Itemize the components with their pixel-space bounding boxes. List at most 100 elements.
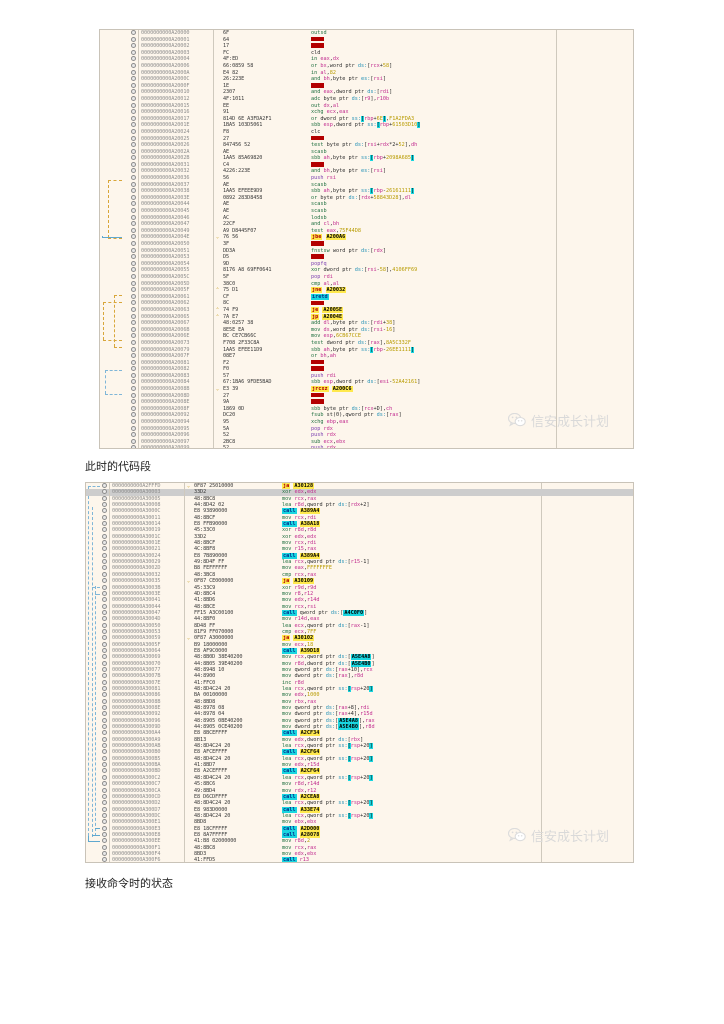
- breakpoint-toggle[interactable]: [129, 208, 138, 215]
- breakpoint-toggle[interactable]: [129, 419, 138, 426]
- breakpoint-toggle[interactable]: [129, 89, 138, 96]
- breakpoint-toggle[interactable]: [129, 320, 138, 327]
- breakpoint-toggle[interactable]: [100, 800, 109, 806]
- breakpoint-toggle[interactable]: [100, 844, 109, 851]
- breakpoint-toggle[interactable]: [100, 857, 109, 862]
- breakpoint-toggle[interactable]: [129, 366, 138, 373]
- breakpoint-toggle[interactable]: [129, 267, 138, 274]
- breakpoint-toggle[interactable]: [129, 30, 138, 37]
- breakpoint-toggle[interactable]: [100, 533, 109, 540]
- breakpoint-toggle[interactable]: [129, 62, 138, 70]
- breakpoint-toggle[interactable]: [100, 850, 109, 857]
- breakpoint-toggle[interactable]: [129, 135, 138, 143]
- breakpoint-toggle[interactable]: [129, 148, 138, 156]
- breakpoint-toggle[interactable]: [129, 372, 138, 380]
- breakpoint-toggle[interactable]: [100, 641, 109, 648]
- breakpoint-toggle[interactable]: [100, 755, 109, 762]
- breakpoint-toggle[interactable]: [129, 425, 138, 433]
- breakpoint-toggle[interactable]: [100, 724, 109, 730]
- breakpoint-toggle[interactable]: [100, 578, 109, 584]
- breakpoint-toggle[interactable]: [100, 743, 109, 749]
- breakpoint-toggle[interactable]: [100, 514, 109, 521]
- breakpoint-toggle[interactable]: [100, 654, 109, 660]
- breakpoint-toggle[interactable]: [129, 379, 138, 386]
- breakpoint-toggle[interactable]: [100, 552, 109, 559]
- breakpoint-toggle[interactable]: [129, 359, 138, 367]
- breakpoint-toggle[interactable]: [100, 679, 109, 686]
- breakpoint-toggle[interactable]: [100, 647, 109, 654]
- breakpoint-toggle[interactable]: [129, 227, 138, 235]
- breakpoint-toggle[interactable]: [129, 293, 138, 301]
- breakpoint-toggle[interactable]: [129, 115, 138, 123]
- breakpoint-toggle[interactable]: [129, 445, 138, 448]
- breakpoint-toggle[interactable]: [100, 806, 109, 813]
- breakpoint-toggle[interactable]: [100, 521, 109, 527]
- breakpoint-toggle[interactable]: [100, 787, 109, 794]
- breakpoint-toggle[interactable]: [100, 635, 109, 641]
- breakpoint-toggle[interactable]: [129, 201, 138, 208]
- breakpoint-toggle[interactable]: [100, 698, 109, 705]
- breakpoint-toggle[interactable]: [100, 831, 109, 838]
- breakpoint-toggle[interactable]: [100, 565, 109, 571]
- breakpoint-toggle[interactable]: [100, 793, 109, 800]
- breakpoint-toggle[interactable]: [129, 346, 138, 354]
- breakpoint-toggle[interactable]: [129, 247, 138, 255]
- breakpoint-toggle[interactable]: [100, 768, 109, 774]
- breakpoint-toggle[interactable]: [129, 155, 138, 162]
- breakpoint-toggle[interactable]: [129, 386, 138, 393]
